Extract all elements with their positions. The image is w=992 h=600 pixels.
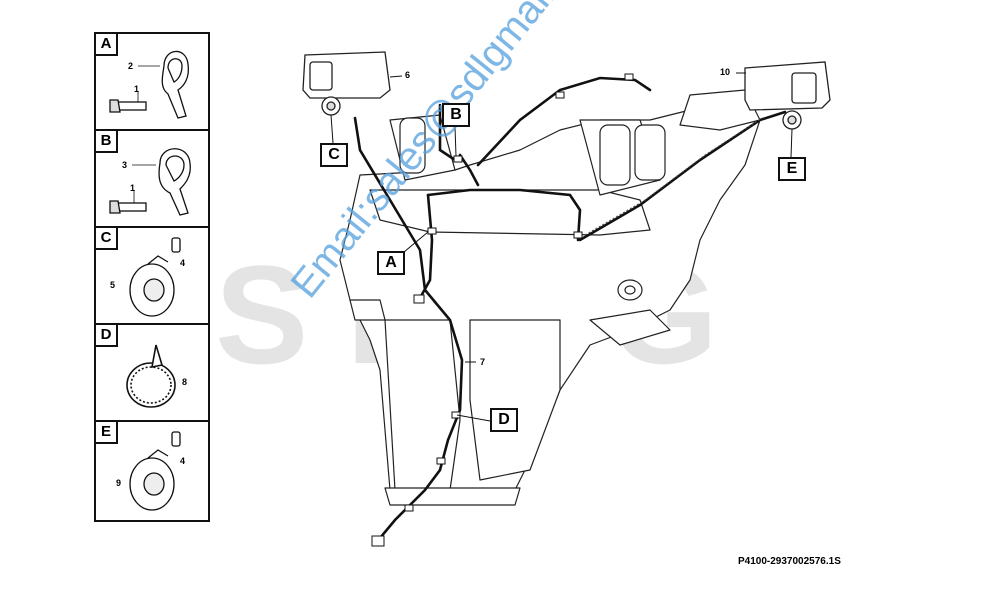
legend-a-label-1: 1: [134, 84, 140, 94]
legend-e-label-9: 9: [116, 478, 122, 488]
legend-cell-e: E 4 9: [96, 422, 208, 519]
callout-a: A: [377, 251, 405, 275]
clamp-bolt-icon: [109, 148, 191, 216]
legend-cell-a: A 2 1: [96, 34, 208, 131]
part-label-left-lamp: 6: [405, 70, 411, 80]
drawing-reference-code: P4100-2937002576.1S: [738, 556, 841, 567]
legend-cell-c: C 4 5: [96, 228, 208, 325]
callout-e: E: [778, 157, 806, 181]
legend-letter-c: C: [96, 228, 118, 250]
legend-cell-b: B 3 1: [96, 131, 208, 228]
legend-letter-a: A: [96, 34, 118, 56]
horn-icon: [129, 431, 181, 511]
detail-legend: A 2 1 B: [94, 32, 210, 522]
legend-b-label-3: 3: [122, 160, 128, 170]
callout-c: C: [320, 143, 348, 167]
part-label-right-lamp: 10: [720, 67, 731, 77]
legend-d-label-8: 8: [182, 377, 188, 387]
legend-letter-d: D: [96, 325, 118, 347]
callout-d: D: [490, 408, 518, 432]
legend-c-label-5: 5: [110, 280, 116, 290]
cable-tie-icon: [126, 344, 176, 408]
legend-b-label-1: 1: [130, 183, 136, 193]
legend-letter-e: E: [96, 422, 118, 444]
legend-c-label-4: 4: [180, 258, 186, 268]
legend-a-label-2: 2: [128, 61, 134, 71]
legend-e-label-4: 4: [180, 456, 186, 466]
legend-letter-b: B: [96, 131, 118, 153]
clamp-bolt-icon: [109, 50, 190, 119]
part-label-harness: 7: [480, 357, 486, 367]
horn-icon: [129, 237, 181, 317]
legend-cell-d: D 8: [96, 325, 208, 422]
callout-b: B: [442, 103, 470, 127]
